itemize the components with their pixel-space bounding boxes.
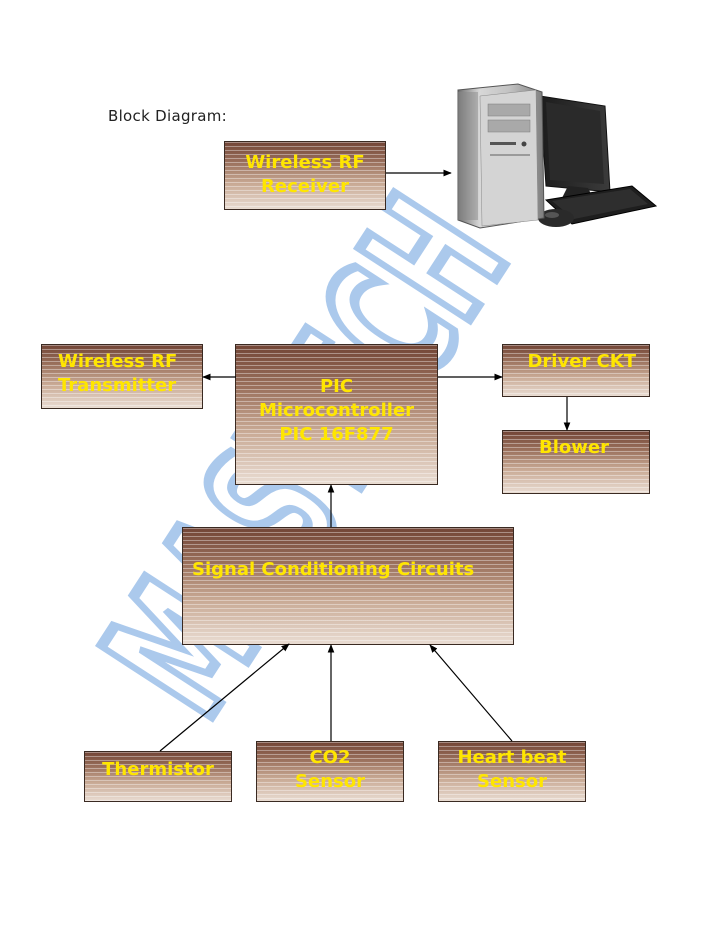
wireless-rf-receiver-block: Wireless RF Receiver (224, 141, 386, 210)
block-label: Sensor (295, 771, 365, 792)
block-label: Blower (539, 437, 609, 458)
block-label: Wireless RF (58, 351, 178, 372)
driver-ckt-block: Driver CKT (502, 344, 650, 397)
diagram-caption: Block Diagram: (108, 107, 227, 125)
co2-sensor-block: CO2 Sensor (256, 741, 404, 802)
desktop-computer-icon (457, 83, 658, 229)
arrow-heartbeat-to-signal (429, 644, 513, 742)
block-label: Driver CKT (527, 351, 636, 372)
blower-block: Blower (502, 430, 650, 494)
block-label: Transmitter (58, 375, 177, 396)
pic-microcontroller-block: PIC Microcontroller PIC 16F877 (235, 344, 438, 485)
block-label: Wireless RF (245, 152, 365, 173)
wireless-rf-transmitter-block: Wireless RF Transmitter (41, 344, 203, 409)
block-label: Receiver (261, 176, 349, 197)
block-label: Microcontroller (258, 400, 415, 421)
block-label: Sensor (477, 771, 547, 792)
block-label: CO2 (309, 747, 351, 768)
arrow-thermistor-to-signal (159, 643, 290, 752)
signal-conditioning-block: Signal Conditioning Circuits (182, 527, 514, 645)
heartbeat-sensor-block: Heart beat Sensor (438, 741, 586, 802)
block-label: PIC 16F877 (279, 424, 394, 445)
block-label: Signal Conditioning Circuits (192, 559, 475, 580)
block-label: PIC (319, 376, 354, 397)
block-label: Thermistor (102, 759, 214, 780)
thermistor-block: Thermistor (84, 751, 232, 802)
block-label: Heart beat (457, 747, 567, 768)
